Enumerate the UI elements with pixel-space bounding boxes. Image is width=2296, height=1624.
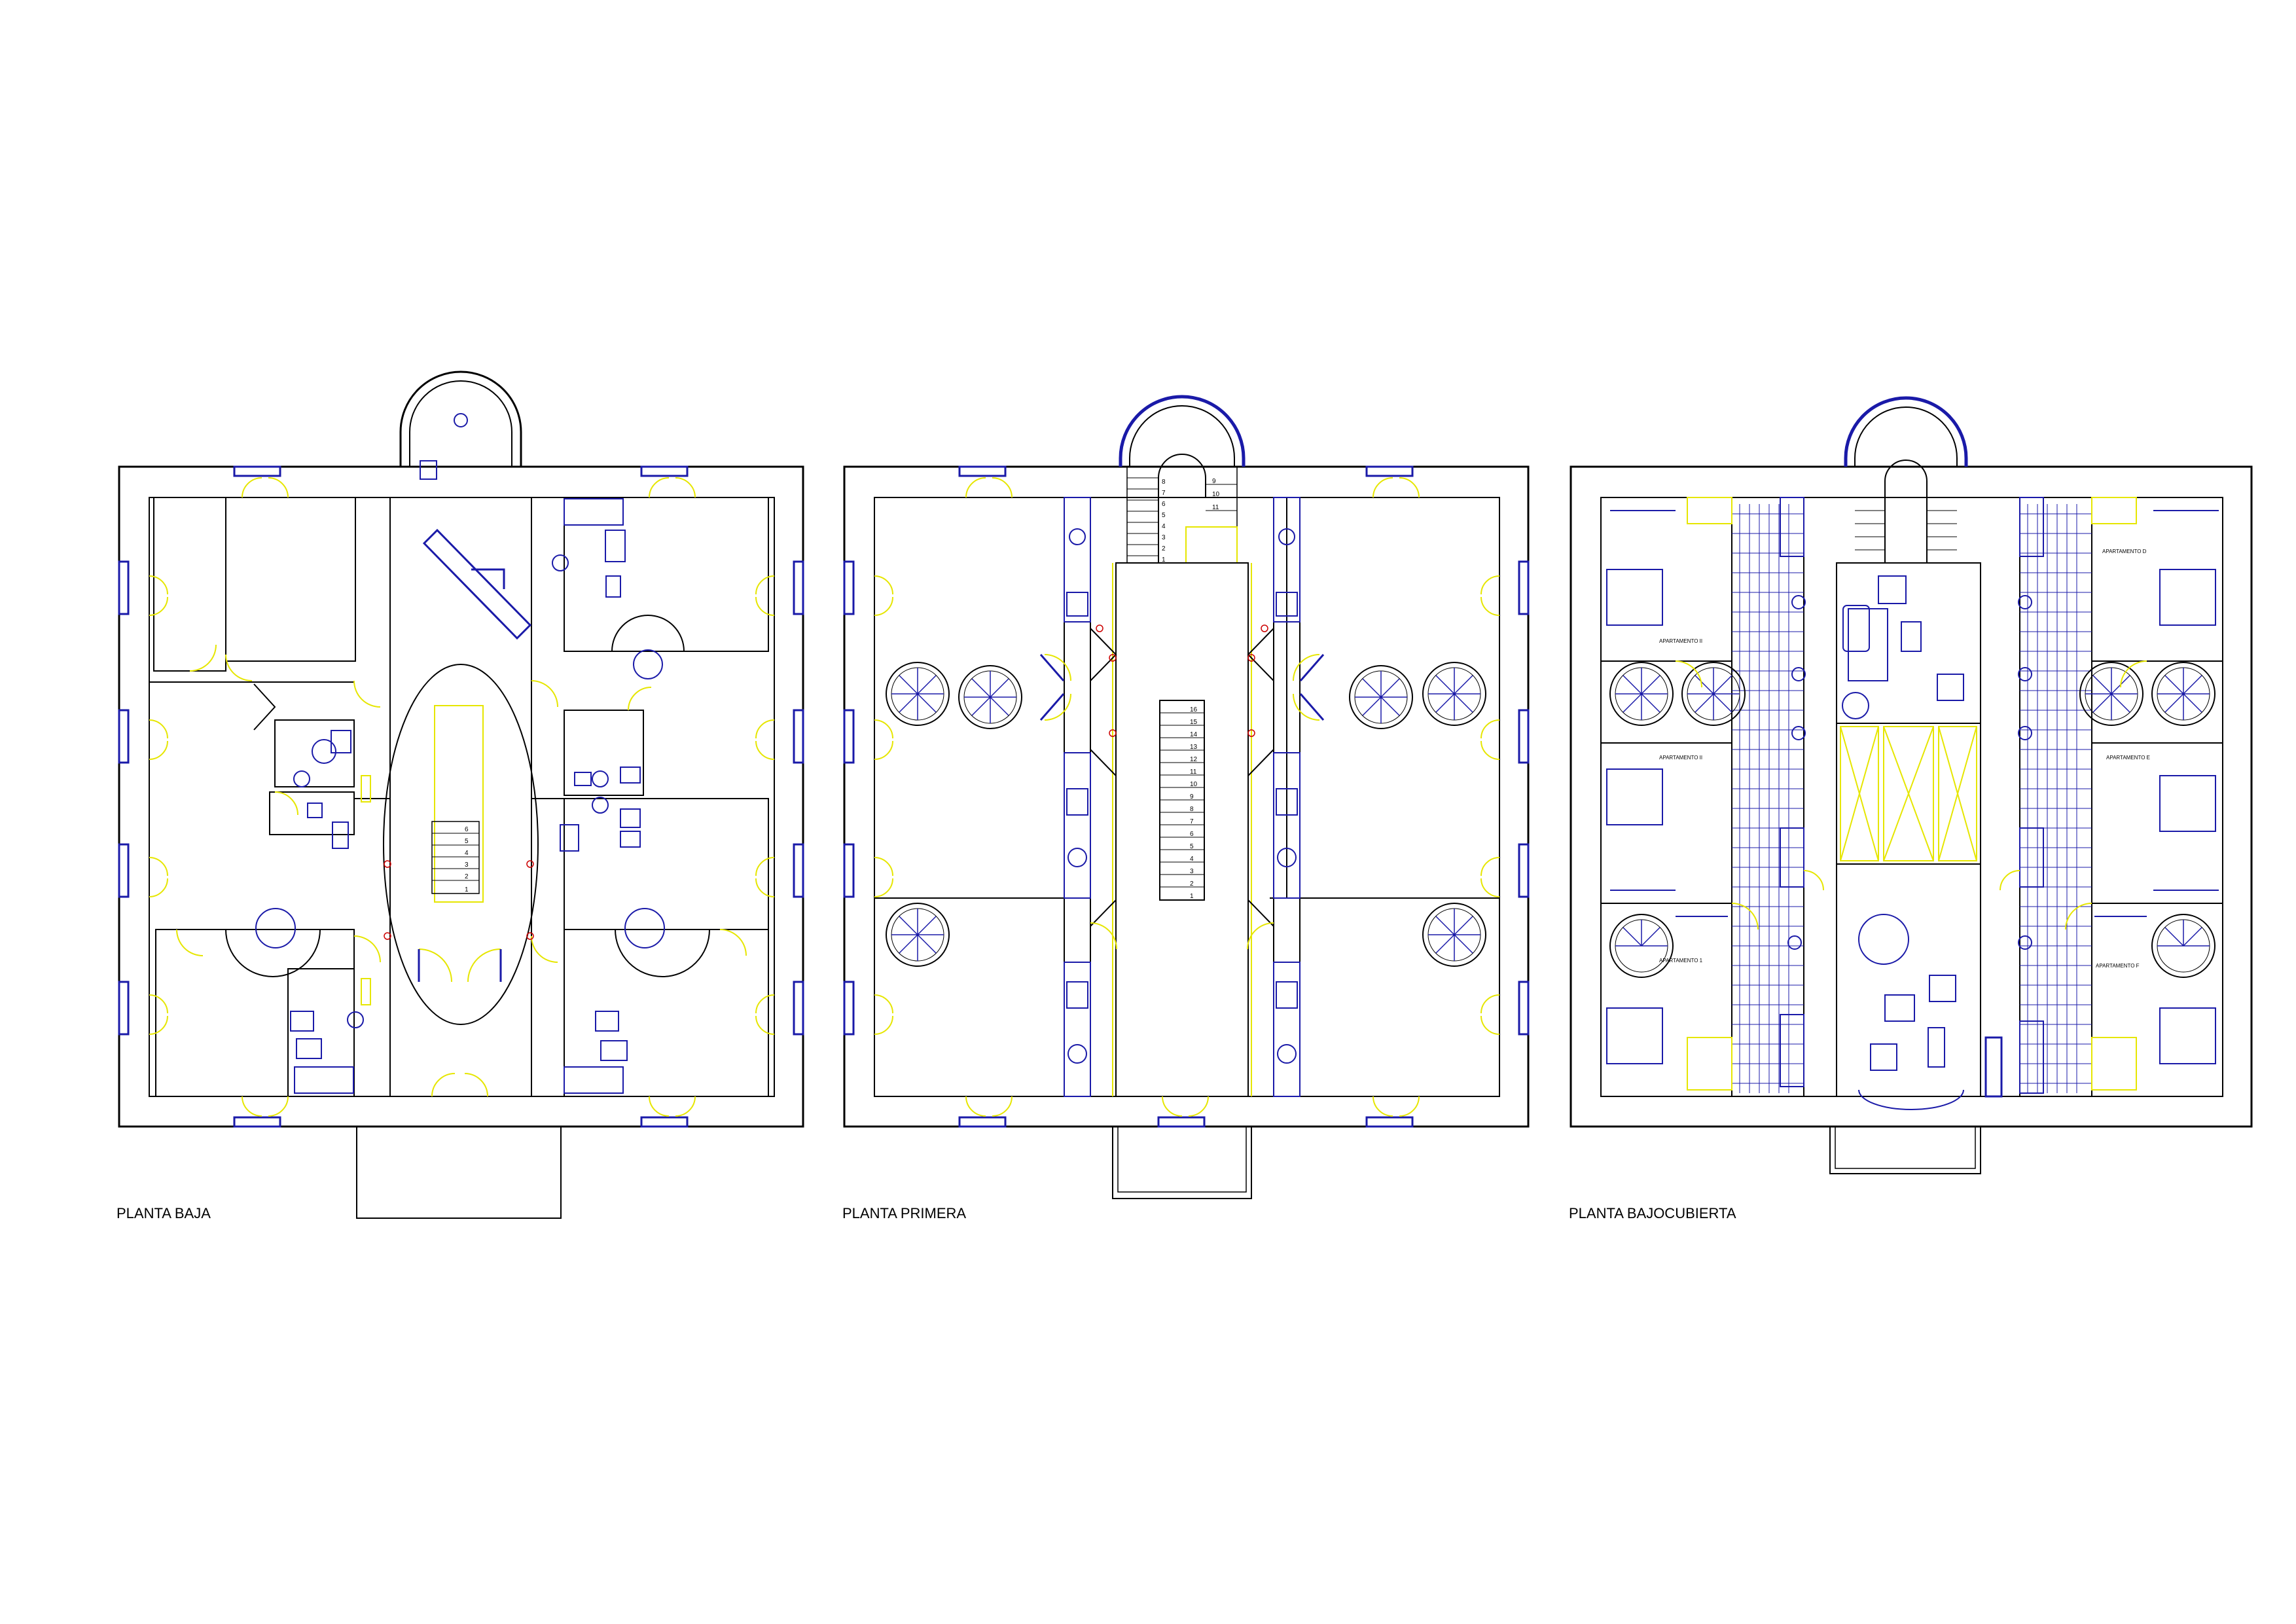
stair-number: 2 (465, 873, 469, 880)
stair-number: 1 (1162, 556, 1166, 564)
stair-number: 10 (1212, 491, 1220, 498)
plan-title: PLANTA BAJA (117, 1205, 211, 1221)
stair-number: 6 (465, 826, 469, 833)
stair-number: 5 (465, 838, 469, 845)
stair-number: 10 (1190, 781, 1198, 788)
stair-number: 4 (465, 850, 469, 857)
tile-grid (1732, 504, 2092, 1093)
stair-number: 5 (1190, 843, 1194, 850)
stair-number: 9 (1212, 478, 1216, 485)
plan-planta-primera: 1 2 3 4 5 6 7 8 9 10 11 1 2 (842, 395, 1530, 1221)
stair-number: 9 (1190, 793, 1194, 801)
stair-number: 7 (1162, 490, 1166, 497)
stair-number: 6 (1162, 501, 1166, 508)
stair-number: 11 (1212, 504, 1219, 511)
apartment-label: APARTAMENTO 1 (1659, 958, 1703, 964)
apartment-label: APARTAMENTO D (2102, 549, 2147, 554)
stair-number: 14 (1190, 731, 1198, 738)
stair-number: 8 (1190, 806, 1194, 813)
stair-number: 3 (1162, 534, 1166, 541)
apartment-label: APARTAMENTO II (1659, 638, 1702, 644)
spiral-treads (891, 668, 1480, 961)
plan-planta-baja: 1 2 3 4 5 6 (117, 370, 804, 1221)
stair-number: 8 (1162, 478, 1166, 486)
stair-number: 15 (1190, 719, 1198, 726)
stair-number: 3 (465, 861, 469, 869)
apartment-label: APARTAMENTO II (1659, 755, 1702, 761)
stair-number: 1 (465, 886, 469, 893)
apartment-label: APARTAMENTO F (2096, 963, 2140, 969)
stair-number: 12 (1190, 756, 1198, 763)
stair-number: 3 (1190, 868, 1194, 875)
plan-title: PLANTA BAJOCUBIERTA (1569, 1205, 1736, 1221)
stair-number: 6 (1190, 831, 1194, 838)
stair-number: 2 (1162, 545, 1166, 552)
stair-number: 2 (1190, 880, 1194, 888)
stair-number: 4 (1190, 856, 1194, 863)
stair-number: 16 (1190, 706, 1198, 713)
stair-number: 13 (1190, 744, 1198, 751)
plan-title: PLANTA PRIMERA (842, 1205, 966, 1221)
stair-number: 11 (1190, 768, 1197, 776)
plan-planta-bajocubierta: APARTAMENTO II APARTAMENTO II APARTAMENT… (1569, 396, 2253, 1221)
stair-number: 7 (1190, 818, 1194, 825)
stair-number: 1 (1190, 893, 1194, 900)
apartment-label: APARTAMENTO E (2106, 755, 2150, 761)
stair-number: 5 (1162, 512, 1166, 519)
stair-number: 4 (1162, 523, 1166, 530)
